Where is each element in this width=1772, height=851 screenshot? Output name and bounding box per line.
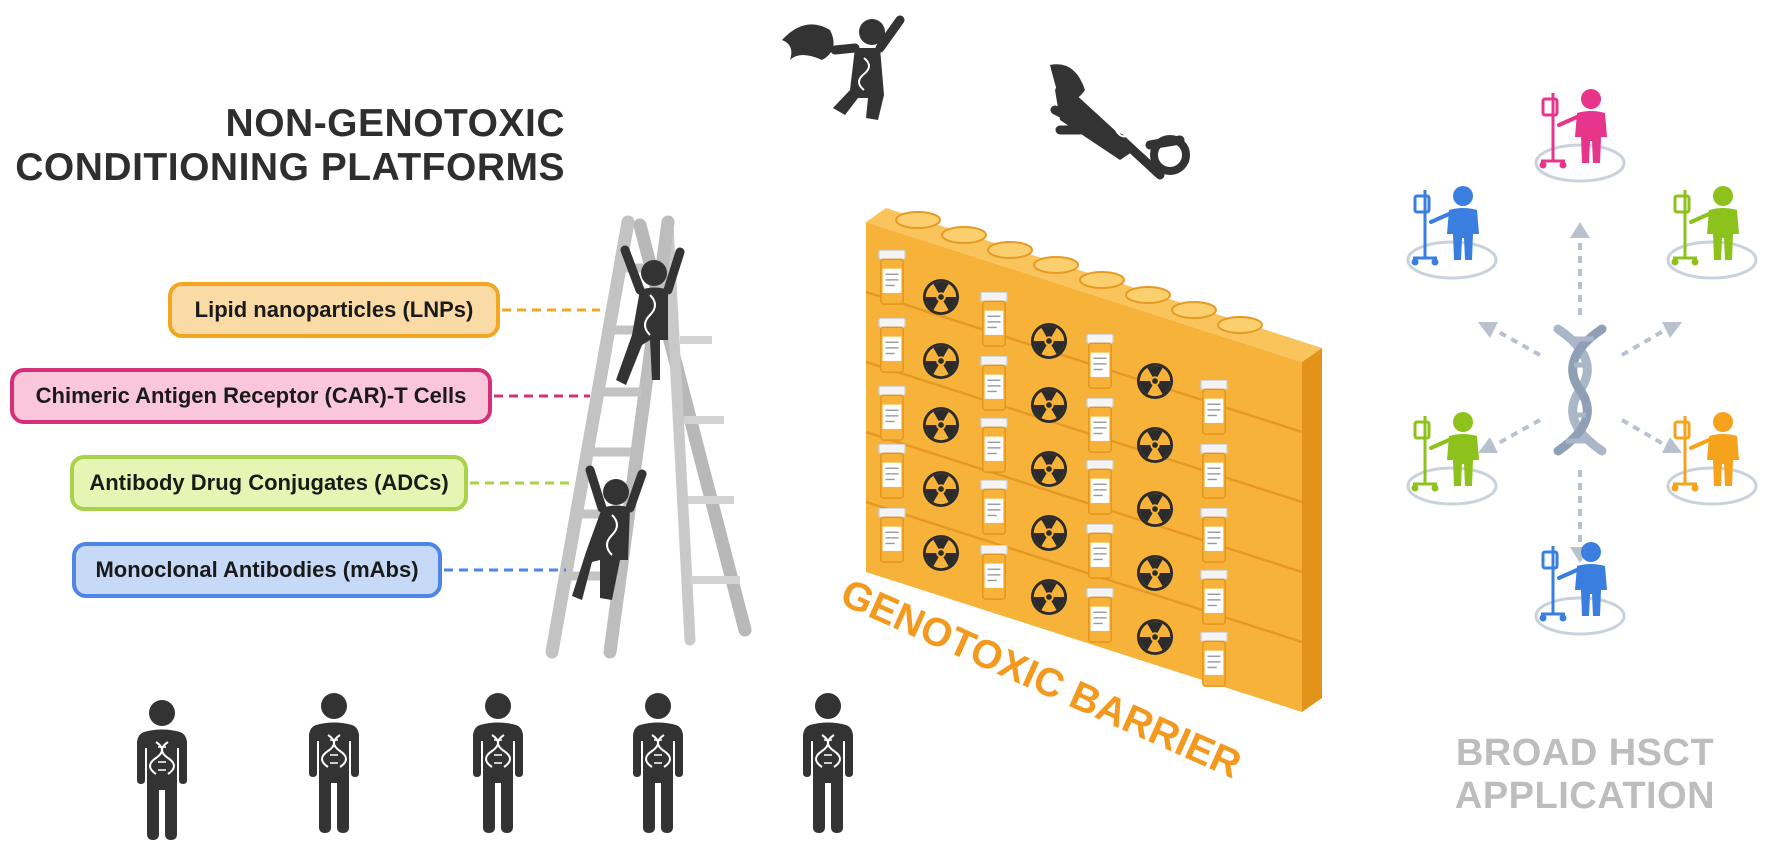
person-icon [136,700,188,840]
platform-label-lnp: Lipid nanoparticles (LNPs) [194,297,474,322]
patient-iv-icon [1406,186,1498,280]
caped-hero-icon [1050,64,1190,180]
arrow-heads [1478,222,1682,563]
platform-box-lnp: Lipid nanoparticles (LNPs) [168,282,500,338]
dna-helix-icon [1558,329,1602,451]
platform-label-mab: Monoclonal Antibodies (mAbs) [95,557,419,582]
application-label-line2: APPLICATION [1454,774,1716,817]
patient-iv-icon [1534,542,1626,636]
person-icon [802,693,854,833]
platforms-title: NON-GENOTOXIC CONDITIONING PLATFORMS [0,102,565,189]
platform-label-adc: Antibody Drug Conjugates (ADCs) [89,470,449,495]
patient-iv-icon [1666,186,1758,280]
patients-group [1406,89,1758,636]
person-icon [632,693,684,833]
platform-box-car-t: Chimeric Antigen Receptor (CAR)-T Cells [10,368,492,424]
platforms-title-line2: CONDITIONING PLATFORMS [15,145,565,189]
radiating-arrows [1494,235,1667,550]
patient-iv-icon [1666,412,1758,506]
application-label: BROAD HSCT APPLICATION [1420,732,1750,817]
platform-label-car-t: Chimeric Antigen Receptor (CAR)-T Cells [35,383,467,408]
patient-iv-icon [1406,412,1498,506]
application-label-line1: BROAD HSCT [1455,732,1715,774]
person-icon [472,693,524,833]
caped-hero-icon [782,15,905,120]
platforms-title-line1: NON-GENOTOXIC [225,102,565,145]
climber-upper [616,245,685,385]
climber-lower [572,465,647,600]
person-icon [308,693,360,833]
genotoxic-barrier-wall [865,208,1322,712]
platform-box-adc: Antibody Drug Conjugates (ADCs) [70,455,468,511]
patient-iv-icon [1534,89,1626,183]
platform-box-mab: Monoclonal Antibodies (mAbs) [72,542,442,598]
